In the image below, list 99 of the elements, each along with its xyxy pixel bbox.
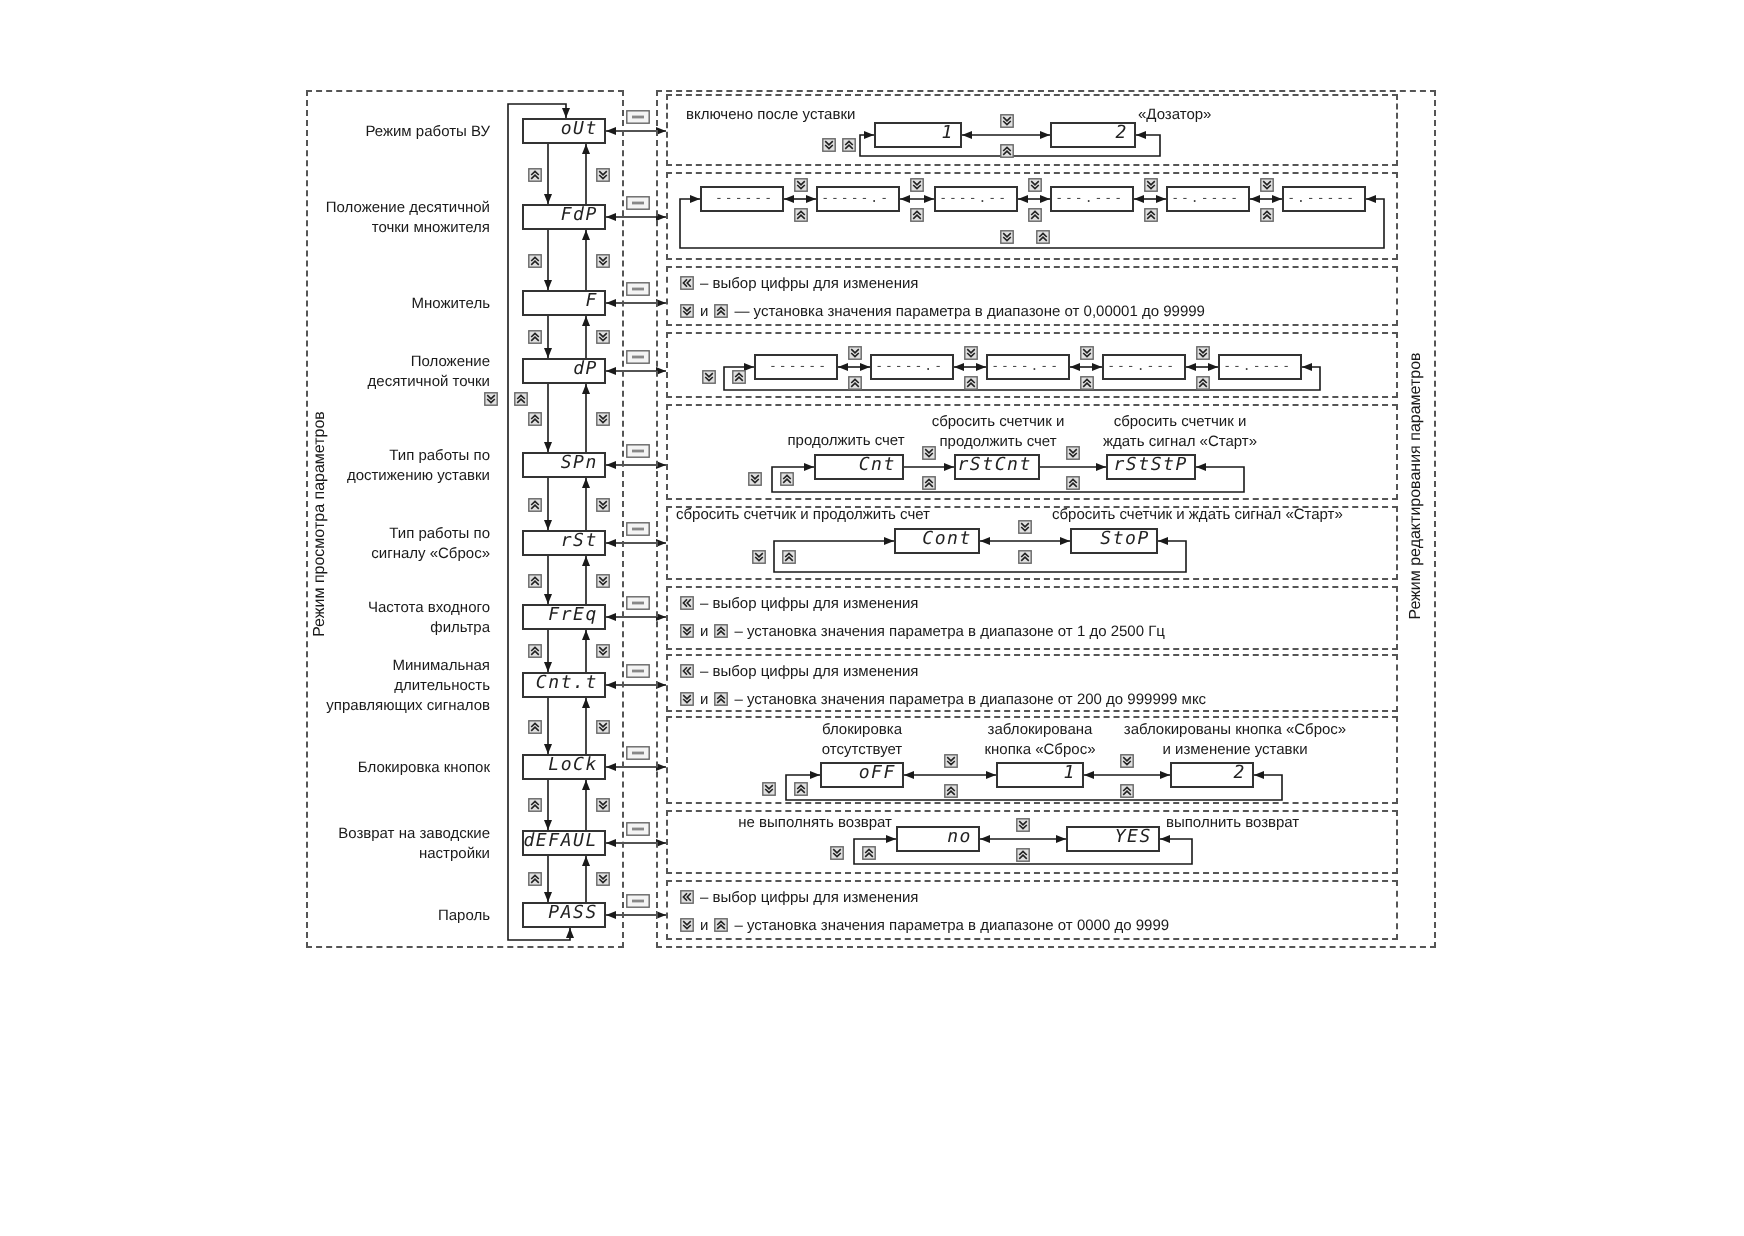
arrow — [1133, 195, 1167, 203]
display-window — [1218, 354, 1302, 380]
arrow — [785, 771, 1283, 801]
arrow — [605, 681, 667, 689]
arrow — [582, 555, 590, 605]
display-window — [934, 186, 1018, 212]
arrow — [582, 315, 590, 359]
edit-panel — [666, 266, 1398, 326]
display-code: oUt — [560, 120, 598, 142]
arrow — [1017, 195, 1051, 203]
arrow — [783, 195, 817, 203]
arrow — [582, 629, 590, 673]
arrow — [605, 127, 667, 135]
display-code: 1 — [1063, 764, 1076, 786]
display-code: rStStP — [1113, 456, 1188, 478]
arrow — [1039, 463, 1107, 471]
arrow — [605, 911, 667, 919]
arrow — [961, 131, 1051, 139]
arrow — [605, 299, 667, 307]
arrow — [1185, 363, 1219, 371]
display-code: dEFAUL — [523, 832, 598, 854]
mode-panel — [656, 90, 1436, 948]
arrow — [1249, 195, 1283, 203]
arrow — [1069, 363, 1103, 371]
arrow — [605, 839, 667, 847]
arrow — [605, 613, 667, 621]
display-code: oFF — [858, 764, 896, 786]
arrow — [903, 463, 955, 471]
edit-panel — [666, 586, 1398, 650]
arrow — [582, 477, 590, 531]
display-code: Cnt — [858, 456, 896, 478]
arrow — [979, 835, 1067, 843]
arrow — [605, 213, 667, 221]
arrow — [773, 537, 1187, 573]
display-code: 2 — [1233, 764, 1246, 786]
arrow — [544, 477, 552, 531]
arrow — [507, 103, 574, 941]
edit-panel — [666, 654, 1398, 712]
arrow — [903, 771, 997, 779]
arrow — [544, 779, 552, 831]
arrow — [544, 315, 552, 359]
edit-panel — [666, 94, 1398, 166]
display-code: SPn — [560, 454, 598, 476]
display-window — [1050, 186, 1134, 212]
arrow — [859, 131, 1161, 157]
display-window — [1166, 186, 1250, 212]
display-code: YES — [1114, 828, 1152, 850]
display-code: no — [947, 828, 972, 850]
display-code: FrEq — [548, 606, 598, 628]
arrow — [899, 195, 935, 203]
display-window — [1102, 354, 1186, 380]
arrow — [979, 537, 1071, 545]
arrow — [544, 143, 552, 205]
panel-title: Режим редактирования параметров — [1406, 352, 1426, 620]
display-code: F — [585, 292, 598, 314]
arrow — [605, 763, 667, 771]
arrow — [853, 835, 1193, 865]
arrow — [544, 697, 552, 755]
arrow — [837, 363, 871, 371]
arrow — [544, 555, 552, 605]
arrow — [1083, 771, 1171, 779]
arrow — [582, 383, 590, 453]
arrow — [582, 779, 590, 831]
arrow — [544, 383, 552, 453]
display-code: PASS — [548, 904, 598, 926]
display-code: Cnt.t — [535, 674, 598, 696]
arrow — [582, 697, 590, 755]
display-code: StoP — [1100, 530, 1150, 552]
arrow — [723, 363, 1321, 391]
edit-panel — [666, 810, 1398, 874]
arrow — [605, 367, 667, 375]
arrow — [771, 463, 1245, 493]
display-code: rStCnt — [957, 456, 1032, 478]
display-code: FdP — [560, 206, 598, 228]
arrow — [679, 195, 1385, 249]
display-code: rSt — [560, 532, 598, 554]
display-window — [700, 186, 784, 212]
display-window — [1282, 186, 1366, 212]
display-code: 2 — [1115, 124, 1128, 146]
display-code: LoCk — [548, 756, 598, 778]
display-code: dP — [573, 360, 598, 382]
display-window — [754, 354, 838, 380]
display-code: Cont — [922, 530, 972, 552]
arrow — [544, 629, 552, 673]
arrow — [582, 855, 590, 903]
arrow — [605, 539, 667, 547]
edit-panel — [666, 506, 1398, 580]
panel-title: Режим просмотра параметров — [310, 411, 330, 637]
arrow — [605, 461, 667, 469]
arrow — [544, 855, 552, 903]
display-code: 1 — [941, 124, 954, 146]
arrow — [953, 363, 987, 371]
arrow — [582, 229, 590, 291]
edit-panel — [666, 880, 1398, 940]
arrow — [544, 229, 552, 291]
display-window — [816, 186, 900, 212]
display-window — [986, 354, 1070, 380]
arrow — [582, 143, 590, 205]
display-window — [870, 354, 954, 380]
